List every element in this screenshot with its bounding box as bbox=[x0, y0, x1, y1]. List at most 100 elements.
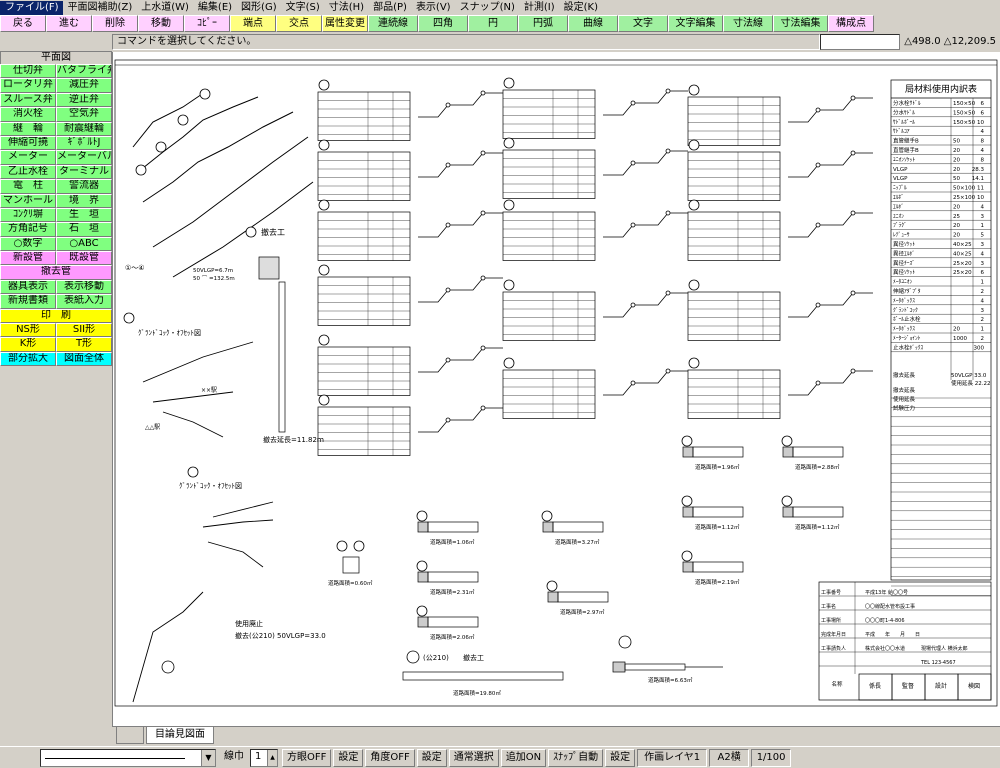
toolbar-button[interactable]: 寸法線 bbox=[723, 15, 773, 32]
palette-button[interactable]: 表紙入力 bbox=[56, 294, 112, 309]
scale-readout[interactable]: 1/100 bbox=[751, 748, 792, 767]
tab-mokuromi[interactable]: 目論見図面 bbox=[146, 727, 214, 744]
toolbar-button[interactable]: 円弧 bbox=[518, 15, 568, 32]
palette-button[interactable]: ○数字 bbox=[0, 236, 56, 252]
palette-button[interactable]: 新設管 bbox=[0, 251, 56, 266]
palette-button[interactable]: 乙止水栓 bbox=[0, 164, 56, 180]
angle-toggle-button[interactable]: 角度OFF bbox=[365, 748, 415, 767]
snap-mode-button[interactable]: ｽﾅｯﾌﾟ自動 bbox=[548, 748, 604, 767]
toolbar-button[interactable]: 文字編集 bbox=[668, 15, 723, 32]
palette-button[interactable]: バタフライ弁 bbox=[56, 64, 112, 79]
palette-button[interactable]: ロータリ弁 bbox=[0, 78, 56, 93]
palette-button[interactable]: ｺﾝｸﾘ塀 bbox=[0, 207, 56, 223]
toolbar-button[interactable]: 文字 bbox=[618, 15, 668, 32]
select-mode-button[interactable]: 通常選択 bbox=[448, 748, 499, 767]
palette-button[interactable]: メーター bbox=[0, 150, 56, 165]
balloon-marker bbox=[681, 550, 693, 562]
palette-button[interactable]: K形 bbox=[0, 337, 56, 352]
grid-toggle-button[interactable]: 方眼OFF bbox=[282, 748, 332, 767]
menu-item[interactable]: 表示(V) bbox=[415, 1, 451, 13]
palette-button[interactable]: メーターバルブ bbox=[56, 150, 112, 165]
palette-button[interactable]: 電 柱 bbox=[0, 179, 56, 194]
palette-button[interactable]: 伸縮可撓 bbox=[0, 135, 56, 151]
toolbar-button[interactable]: 削除 bbox=[92, 15, 138, 32]
diagram-title: ｸﾞﾗﾝﾄﾞｺｯｸ・ｵﾌｾｯﾄ図 bbox=[179, 482, 242, 490]
title-cell: 〇〇線配水管布設工事 bbox=[865, 603, 915, 610]
palette-button[interactable]: 耐震継輪 bbox=[56, 121, 112, 136]
palette-button[interactable]: 仕切弁 bbox=[0, 64, 56, 79]
palette-button[interactable]: ターミナル bbox=[56, 164, 112, 180]
removal-code: (公210) bbox=[423, 654, 449, 662]
palette-button[interactable]: ｷﾞﾎﾞﾙﾄJ bbox=[56, 135, 112, 151]
palette-button[interactable]: 印 刷 bbox=[0, 308, 112, 324]
drawing-canvas[interactable]: 局材料使用内訳表分水栓ｻﾄﾞﾙ150×506分水ｻﾄﾞﾙ150×506ｻﾄﾞﾙﾎ… bbox=[112, 52, 1000, 726]
material-name: ﾌﾞﾗｸﾞ bbox=[893, 222, 907, 229]
palette-button[interactable]: 撤去管 bbox=[0, 265, 112, 280]
toolbar-button[interactable]: 端点 bbox=[230, 15, 276, 32]
palette-button[interactable]: 逆止弁 bbox=[56, 92, 112, 108]
fitting-hatch bbox=[542, 521, 554, 533]
balloon-marker bbox=[416, 605, 428, 617]
toolbar-button[interactable]: 円 bbox=[468, 15, 518, 32]
palette-button[interactable]: 部分拡大 bbox=[0, 351, 56, 367]
toolbar-button[interactable]: 連続線 bbox=[368, 15, 418, 32]
angle-settings-button[interactable]: 設定 bbox=[416, 748, 447, 767]
toolbar-button[interactable]: 四角 bbox=[418, 15, 468, 32]
grid-settings-button[interactable]: 設定 bbox=[333, 748, 364, 767]
palette-button[interactable]: 既設管 bbox=[56, 251, 112, 266]
menu-item[interactable]: 部品(P) bbox=[373, 1, 407, 13]
palette-button[interactable]: 図面全体 bbox=[56, 351, 112, 367]
toolbar-button[interactable]: 属性変更 bbox=[322, 15, 368, 32]
toolbar-button[interactable]: 構成点 bbox=[828, 15, 874, 32]
fitting-hatch bbox=[612, 661, 626, 673]
menu-item[interactable]: 設定(K) bbox=[563, 1, 599, 13]
toolbar-button[interactable]: 交点 bbox=[276, 15, 322, 32]
palette-button[interactable]: T形 bbox=[56, 337, 112, 352]
toolbar-button[interactable]: 移動 bbox=[138, 15, 184, 32]
menu-item[interactable]: 寸法(H) bbox=[328, 1, 365, 13]
palette-button[interactable]: 新規書類 bbox=[0, 294, 56, 309]
paper-size-readout[interactable]: A2横 bbox=[709, 748, 750, 767]
menu-item[interactable]: 編集(E) bbox=[197, 1, 233, 13]
chevron-down-icon[interactable]: ▼ bbox=[201, 749, 215, 766]
menu-item[interactable]: 上水道(W) bbox=[141, 1, 189, 13]
palette-button[interactable]: マンホール bbox=[0, 193, 56, 208]
toolbar-button[interactable]: ｺﾋﾟｰ bbox=[184, 15, 230, 32]
layer-readout[interactable]: 作画レイヤ1 bbox=[637, 748, 708, 767]
toolbar-button[interactable]: 戻る bbox=[0, 15, 46, 32]
add-toggle-button[interactable]: 追加ON bbox=[500, 748, 547, 767]
palette-button[interactable]: 警流器 bbox=[56, 179, 112, 194]
menu-item[interactable]: 計測(I) bbox=[523, 1, 555, 13]
line-type-select[interactable]: ▼ bbox=[40, 748, 216, 767]
palette-button[interactable]: 消火栓 bbox=[0, 107, 56, 122]
palette-button[interactable]: 生 垣 bbox=[56, 207, 112, 223]
palette-button[interactable]: SII形 bbox=[56, 323, 112, 338]
menu-item[interactable]: 文字(S) bbox=[285, 1, 320, 13]
command-input[interactable] bbox=[820, 34, 900, 50]
palette-button[interactable]: 空気弁 bbox=[56, 107, 112, 122]
stepper-icon[interactable]: ▲ bbox=[267, 749, 277, 766]
palette-row: スルース弁逆止弁 bbox=[0, 92, 112, 108]
snap-settings-button[interactable]: 設定 bbox=[605, 748, 636, 767]
palette-button[interactable]: 石 垣 bbox=[56, 222, 112, 237]
palette-button[interactable]: スルース弁 bbox=[0, 92, 56, 108]
palette-button[interactable]: 境 界 bbox=[56, 193, 112, 208]
menu-item[interactable]: 平面図補助(Z) bbox=[67, 1, 133, 13]
palette-button[interactable]: ○ABC bbox=[56, 236, 112, 252]
linewidth-stepper[interactable]: 1 ▲ bbox=[250, 748, 278, 767]
palette-button[interactable]: 継 輪 bbox=[0, 121, 56, 136]
palette-button[interactable]: 器具表示 bbox=[0, 279, 56, 295]
toolbar-button[interactable]: 進む bbox=[46, 15, 92, 32]
balloon-marker bbox=[177, 114, 189, 126]
toolbar-button[interactable]: 寸法編集 bbox=[773, 15, 828, 32]
menu-item[interactable]: 図形(G) bbox=[241, 1, 277, 13]
menu-item[interactable]: スナップ(N) bbox=[459, 1, 515, 13]
palette-button[interactable]: 表示移動 bbox=[56, 279, 112, 295]
toolbar-button[interactable]: 曲線 bbox=[568, 15, 618, 32]
pipe-fitting bbox=[630, 380, 636, 386]
palette-button[interactable]: 方角記号 bbox=[0, 222, 56, 237]
palette-button[interactable]: 減圧弁 bbox=[56, 78, 112, 93]
command-toolbar: 戻る進む削除移動ｺﾋﾟｰ端点交点属性変更連続線四角円円弧曲線文字文字編集寸法線寸… bbox=[0, 15, 1000, 33]
palette-button[interactable]: NS形 bbox=[0, 323, 56, 338]
menu-item[interactable]: ファイル(F) bbox=[0, 0, 63, 15]
